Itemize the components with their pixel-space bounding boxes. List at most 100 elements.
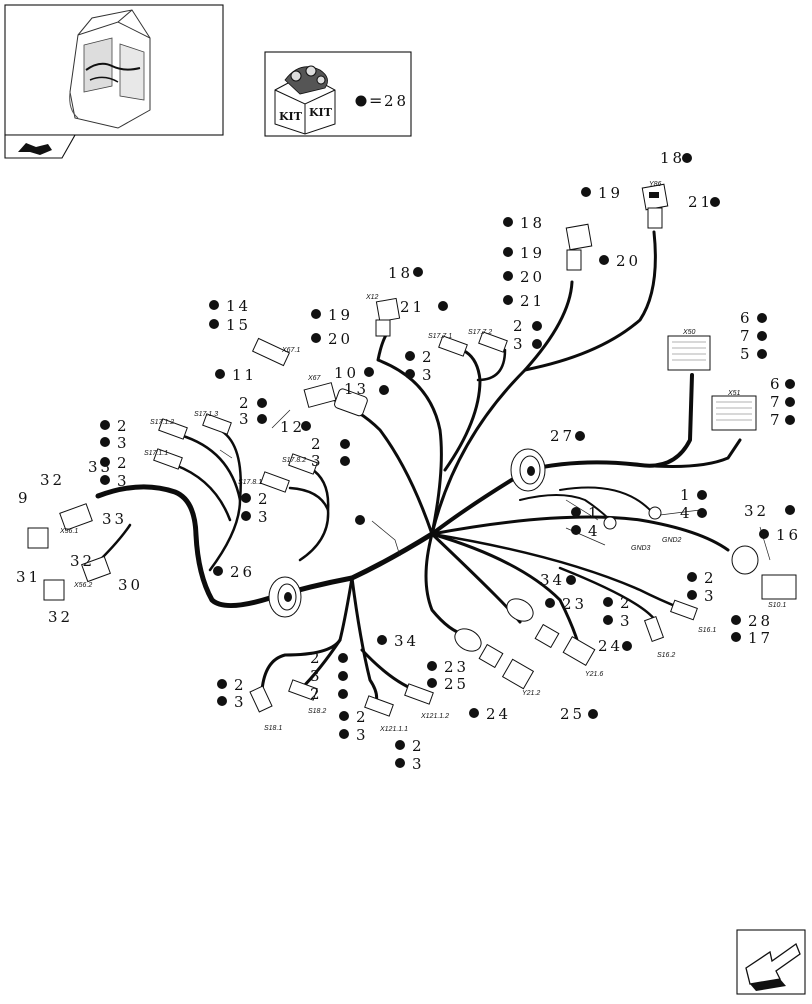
callout-20b: 20 xyxy=(520,268,545,286)
label-s10-1: S10.1 xyxy=(768,602,786,609)
label-gnd2: GND2 xyxy=(662,537,682,544)
label-s17-1-3: S17.1.3 xyxy=(194,411,218,418)
label-s17-8-1: S17.8.1 xyxy=(238,479,262,486)
callout-17: 17 xyxy=(748,629,773,647)
callout-3c: 3 xyxy=(117,434,130,452)
callout-2c: 2 xyxy=(117,417,130,435)
label-x12: X12 xyxy=(365,294,379,301)
callout-20d: 20 xyxy=(328,330,353,348)
callout-27: 28 xyxy=(748,612,773,630)
callout-34b: 34 xyxy=(394,632,419,650)
callout-19b: 19 xyxy=(520,244,545,262)
label-s16-2: S16.2 xyxy=(657,652,675,659)
callout-4a: 4 xyxy=(588,522,601,540)
callout-25: 26 xyxy=(230,563,255,581)
callout-22a: 23 xyxy=(562,595,587,613)
bullet-icon xyxy=(355,95,367,107)
label-s18-1: S18.1 xyxy=(264,725,282,732)
callout-30: 31 xyxy=(16,568,41,586)
label-x67-1: X67.1 xyxy=(281,347,300,354)
callout-3m: 3 xyxy=(356,726,369,744)
cab-thumbnail-icon[interactable] xyxy=(4,4,224,136)
label-relay-tag: Y86 xyxy=(649,181,662,188)
callout-12: 12 xyxy=(280,418,305,436)
callout-16: 16 xyxy=(776,526,801,544)
callout-3i: 3 xyxy=(620,612,633,630)
callout-3d: 3 xyxy=(239,410,252,428)
callout-32c: 32 xyxy=(744,502,769,520)
callout-32a: 32 xyxy=(40,471,65,489)
label-x51: X51 xyxy=(727,390,741,397)
callout-18c: 18 xyxy=(388,264,413,282)
label-x50: X50 xyxy=(682,329,696,336)
label-s17-1-1: S17.1.1 xyxy=(144,450,168,457)
callout-1b: 1 xyxy=(680,486,693,504)
callout-2h: 2 xyxy=(704,569,717,587)
callout-23a: 24 xyxy=(598,637,623,655)
label-x121-1-2: X121.1.2 xyxy=(420,713,449,720)
callout-3a: 3 xyxy=(422,366,435,384)
callout-21b: 21 xyxy=(520,292,545,310)
callout-22b: 23 xyxy=(444,658,469,676)
callout-3e: 3 xyxy=(117,472,130,490)
label-x121-1-1: X121.1.1 xyxy=(379,726,408,733)
callout-24a: 25 xyxy=(444,675,469,693)
callout-6a: 6 xyxy=(740,309,753,327)
callout-10: 10 xyxy=(334,364,359,382)
callout-5: 5 xyxy=(740,345,753,363)
grommet-26 xyxy=(510,448,546,492)
callout-21: 21 xyxy=(688,193,713,211)
callout-3b: 3 xyxy=(513,335,526,353)
callout-18b: 18 xyxy=(520,214,545,232)
callout-2j: 2 xyxy=(310,649,323,667)
callout-2k: 2 xyxy=(310,685,323,703)
callout-7b: 7 xyxy=(770,393,783,411)
callout-3j: 3 xyxy=(310,667,323,685)
callout-33a: 33 xyxy=(88,458,113,476)
callout-20c: 20 xyxy=(616,252,641,270)
callout-26: 27 xyxy=(550,427,575,445)
callout-9: 9 xyxy=(18,489,31,507)
callout-2n: 2 xyxy=(412,737,425,755)
callout-3l: 3 xyxy=(234,693,247,711)
callout-3h: 3 xyxy=(704,587,717,605)
callout-34a: 34 xyxy=(540,571,565,589)
kit-label-left: KIT xyxy=(279,110,303,123)
callout-19: 19 xyxy=(598,184,623,202)
callout-29: 30 xyxy=(118,576,143,594)
callout-2i: 2 xyxy=(620,594,633,612)
callout-13: 13 xyxy=(344,380,369,398)
kit-equals: = xyxy=(369,91,382,110)
next-page-arrow-icon[interactable] xyxy=(736,929,806,995)
label-x67: X67 xyxy=(307,375,322,382)
callout-2b: 2 xyxy=(513,317,526,335)
label-x56-1: X56.1 xyxy=(59,528,78,535)
callout-33b: 33 xyxy=(102,510,127,528)
callout-31: 32 xyxy=(48,608,73,626)
callout-3g: 3 xyxy=(258,508,271,526)
callout-14: 14 xyxy=(226,297,251,315)
callout-32b: 32 xyxy=(70,552,95,570)
callout-11: 11 xyxy=(232,366,257,384)
callout-2g: 2 xyxy=(258,490,271,508)
callout-2l: 2 xyxy=(234,676,247,694)
callout-3n: 3 xyxy=(412,755,425,773)
callout-2f: 2 xyxy=(311,435,324,453)
leader-lines xyxy=(219,409,771,561)
callout-23b: 24 xyxy=(486,705,511,723)
label-gnd3: GND3 xyxy=(631,545,651,552)
callout-19c: 19 xyxy=(328,306,353,324)
connectors xyxy=(27,183,797,717)
callout-24b: 25 xyxy=(560,705,585,723)
previous-page-icon[interactable] xyxy=(4,134,76,159)
kit-legend: KIT KIT = 28 xyxy=(264,51,412,137)
callout-6b: 6 xyxy=(770,375,783,393)
callout-2m: 2 xyxy=(356,708,369,726)
kit-box-icon: KIT KIT xyxy=(274,65,336,135)
label-y21-6: Y21.6 xyxy=(585,671,603,678)
kit-label-right: KIT xyxy=(309,106,333,119)
grommet-25 xyxy=(268,576,302,618)
item-callouts: 18 19 21 18 19 20 20 21 18 19 21 20 14 1… xyxy=(16,149,801,773)
callout-15: 15 xyxy=(226,316,251,334)
connector-labels: X67.1 X67 X12 X50 X51 X56.1 X56.2 S17.1.… xyxy=(59,181,786,733)
